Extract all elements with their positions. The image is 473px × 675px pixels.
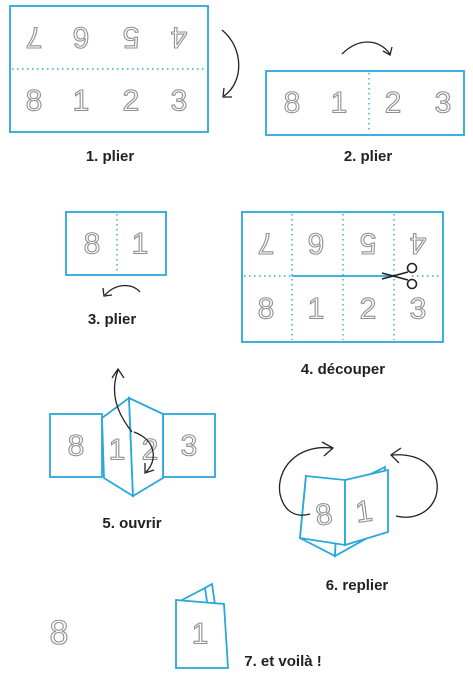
step-4-digit: 8 (258, 293, 275, 326)
step-2-caption: 2. plier (344, 148, 393, 165)
step-2-digit: 1 (331, 87, 348, 120)
step-4-digit: 6 (308, 227, 325, 260)
step-5-digit: 1 (109, 434, 126, 467)
step-4-digit: 2 (360, 293, 377, 326)
curved-arrow-icon (222, 30, 239, 97)
step-3-digit: 1 (132, 228, 149, 261)
step-4-caption: 4. découper (301, 361, 385, 378)
step-7: 8 1 7. et voilà ! (50, 584, 322, 670)
step-5-digit: 8 (68, 430, 85, 463)
step-5: 8 1 2 3 5. ouvrir (50, 369, 215, 532)
step-1-digit: 7 (26, 21, 43, 54)
step-1-caption: 1. plier (86, 148, 135, 165)
step-5-digit: 2 (142, 434, 159, 467)
step-6: 8 1 6. replier (279, 442, 437, 594)
step-2-digit: 2 (385, 87, 402, 120)
step-4-digit: 5 (360, 227, 377, 260)
step-3-digit: 8 (84, 228, 101, 261)
step-6-caption: 6. replier (326, 577, 389, 594)
step-1-digit: 2 (123, 85, 140, 118)
step-2-digit: 3 (435, 87, 452, 120)
step-2-digit: 8 (284, 87, 301, 120)
step-2: 8 1 2 3 2. plier (266, 42, 464, 165)
step-7-caption: 7. et voilà ! (244, 653, 322, 670)
step-3: 8 1 3. plier (66, 212, 166, 328)
step-4: 7 6 5 4 8 1 2 3 4. découper (242, 212, 443, 378)
step-1-digit: 3 (171, 85, 188, 118)
step-4-digit: 3 (410, 293, 427, 326)
step-1-digit: 4 (171, 21, 188, 54)
step-3-caption: 3. plier (88, 311, 137, 328)
step-1-digit: 6 (73, 21, 90, 54)
step-4-digit: 4 (410, 227, 427, 260)
step-3-sheet (66, 212, 166, 275)
step-4-digit: 7 (258, 227, 275, 260)
booklet-digit: 1 (192, 618, 209, 651)
step-5-caption: 5. ouvrir (102, 515, 161, 532)
step-5-digit: 3 (181, 430, 198, 463)
step-1-digit: 8 (26, 85, 43, 118)
curved-arrow-icon (342, 42, 392, 55)
cover-digit: 8 (50, 614, 69, 652)
step-1-digit: 5 (123, 21, 140, 54)
step-4-digit: 1 (308, 293, 325, 326)
step-1-digit: 1 (73, 85, 90, 118)
step-1: 7 6 5 4 8 1 2 3 1. plier (10, 6, 239, 165)
curved-arrow-icon (103, 286, 140, 296)
